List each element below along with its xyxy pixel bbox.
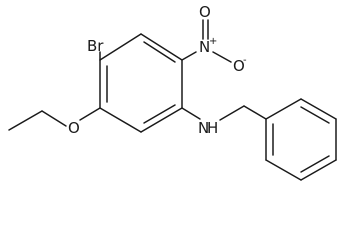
nitro-oxygen-single-label: O [233,57,245,75]
c-nh-bond [181,107,201,120]
n-o-single-bond [212,51,232,63]
central-benzene-ring [99,33,183,133]
structure-canvas: Br N + O O - O N H [8,3,337,181]
phenyl-double-bond-bottom-right [300,155,330,173]
c-n-nitro-bond [181,51,197,61]
phenyl-bond-top-right [300,98,337,120]
nitro-nitrogen-label: N [199,38,210,56]
phenyl-ring [265,98,337,181]
nh-ch2-bond [219,105,245,121]
ring-bond-bottom-right [140,107,183,133]
o-ch2-bond [41,110,67,127]
ch2-phenyl-bond [243,105,267,120]
chemical-structure-diagram: Br N + O O - O N H [8,3,337,181]
phenyl-bond-bottom-right [300,159,337,181]
phenyl-bond-bottom-left [265,159,302,181]
ring-bond-top-left [99,33,142,61]
bromine-label: Br [87,37,104,55]
nitro-oxygen-charge: - [243,55,247,66]
ring-bond-top-right [140,33,183,61]
amine-nitrogen-label: N [198,119,209,137]
ring-bond-bottom-left [99,107,142,133]
c-o-ether-bond [79,107,101,121]
ch2-ch3-bond [8,110,43,131]
ring-double-bond-bottom-right [143,104,176,124]
phenyl-bond-top-left [265,98,302,120]
nitro-oxygen-double-label: O [199,3,211,21]
phenyl-double-bond-top-right [300,106,330,124]
nitro-nitrogen-charge: + [209,36,217,47]
amine-hydrogen-label: H [207,119,218,137]
ether-oxygen-label: O [68,119,80,137]
ring-double-bond-top-right [143,41,176,63]
